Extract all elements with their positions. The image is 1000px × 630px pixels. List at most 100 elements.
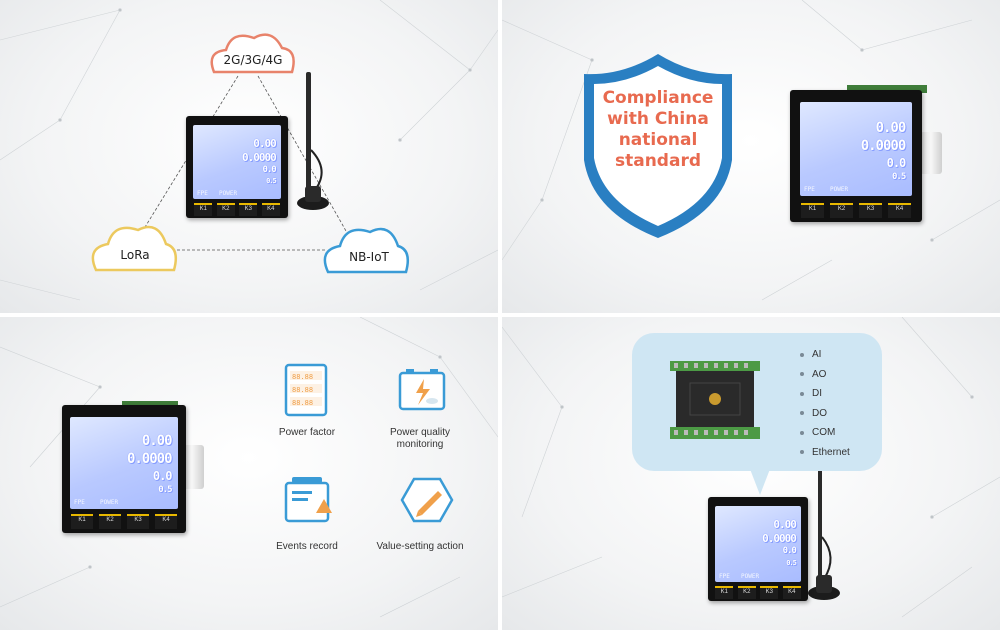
bullet-icon (800, 450, 804, 455)
lcd-label-fpe: FPE (719, 573, 730, 580)
bullet-icon (800, 430, 804, 435)
reading-4: 0.5 (266, 177, 277, 185)
io-item: DI (800, 384, 850, 404)
reading-1: 0.00 (875, 120, 907, 136)
reading-3: 0.0 (152, 469, 173, 483)
meter-button-k1[interactable]: K1 (70, 514, 94, 529)
io-item: AO (800, 365, 850, 385)
lcd-label-power: POWER (100, 499, 119, 506)
power-meter: 0.00 0.0000 0.0 0.5 FPE POWER K1 K2 K3 K… (790, 90, 922, 222)
power-factor-icon: 88.88 88.88 88.88 (284, 363, 328, 417)
meter-button-k3[interactable]: K3 (126, 514, 150, 529)
io-item-label: AI (812, 349, 822, 361)
power-meter: 0.00 0.0000 0.0 0.5 FPE POWER K1 K2 K3 K… (708, 497, 808, 601)
meter-button-k3[interactable]: K3 (239, 203, 258, 216)
meter-lcd: 0.00 0.0000 0.0 0.5 FPE POWER (70, 417, 178, 509)
meter-button-k4[interactable]: K4 (887, 203, 912, 218)
lcd-label-fpe: FPE (197, 190, 208, 197)
meter-lcd: 0.00 0.0000 0.0 0.5 FPE POWER (193, 125, 281, 199)
svg-text:88.88: 88.88 (292, 373, 313, 381)
reading-3: 0.0 (262, 165, 276, 175)
meter-button-k1[interactable]: K1 (194, 203, 213, 216)
lcd-label-power: POWER (219, 190, 238, 197)
cloud-label-nbiot: NB-IoT (349, 250, 389, 264)
io-list: AI AO DI DO COM Ethernet (800, 345, 850, 462)
network-background (0, 0, 498, 301)
meter-buttons: K1 K2 K3 K4 (68, 514, 180, 529)
feature-label-power-factor: Power factor (278, 427, 336, 438)
network-background: 88.88 88.88 88.88 (0, 317, 498, 618)
meter-button-k3[interactable]: K3 (760, 586, 779, 599)
io-item: DO (800, 404, 850, 424)
reading-3: 0.0 (782, 546, 797, 556)
reading-4: 0.5 (158, 485, 172, 495)
meter-side-connector (920, 132, 942, 174)
reading-2: 0.0000 (126, 451, 173, 467)
reading-2: 0.0000 (762, 532, 797, 545)
lcd-label-power: POWER (830, 186, 849, 193)
meter-button-k2[interactable]: K2 (98, 514, 122, 529)
io-item-label: DI (812, 388, 822, 400)
meter-button-k4[interactable]: K4 (261, 203, 280, 216)
io-item: COM (800, 423, 850, 443)
panel-compliance: Compliance with China national standard … (502, 0, 1000, 313)
reading-1: 0.00 (773, 518, 796, 531)
meter-button-k2[interactable]: K2 (216, 203, 235, 216)
meter-rear-image (670, 361, 760, 439)
bullet-icon (800, 352, 804, 357)
lcd-label-fpe: FPE (74, 499, 85, 506)
reading-2: 0.0000 (860, 138, 907, 154)
cloud-lora-shape (91, 225, 177, 272)
meter-terminal-block (847, 85, 927, 93)
reading-2: 0.0000 (241, 151, 277, 164)
shield-text: Compliance with China national standard (602, 88, 714, 171)
meter-button-k2[interactable]: K2 (829, 203, 854, 218)
svg-text:88.88: 88.88 (292, 386, 313, 394)
meter-button-k3[interactable]: K3 (858, 203, 883, 218)
reading-1: 0.00 (253, 137, 276, 150)
cloud-label-lora: LoRa (120, 248, 150, 262)
meter-buttons: K1 K2 K3 K4 (713, 586, 803, 599)
power-quality-icon (398, 369, 446, 411)
io-bubble (632, 333, 882, 471)
lcd-label-power: POWER (741, 573, 760, 580)
meter-buttons: K1 K2 K3 K4 (192, 203, 282, 216)
panel-wireless: 2G/3G/4G LoRa NB-IoT 0.00 0.0000 0.0 0.5… (0, 0, 498, 313)
bullet-icon (800, 411, 804, 416)
power-meter: 0.00 0.0000 0.0 0.5 FPE POWER K1 K2 K3 K… (62, 405, 186, 533)
io-item-label: Ethernet (812, 446, 850, 458)
panel-io: AI AO DI DO COM Ethernet 0.00 0.0000 0.0… (502, 317, 1000, 630)
value-setting-icon (400, 477, 454, 523)
events-record-icon (284, 477, 332, 523)
bullet-icon (800, 372, 804, 377)
feature-label-events-record: Events record (276, 541, 338, 552)
meter-button-k2[interactable]: K2 (737, 586, 756, 599)
io-item-label: COM (812, 427, 836, 439)
svg-text:88.88: 88.88 (292, 399, 313, 407)
meter-lcd: 0.00 0.0000 0.0 0.5 FPE POWER (800, 102, 912, 196)
meter-buttons: K1 K2 K3 K4 (798, 203, 914, 218)
panel-features: 88.88 88.88 88.88 (0, 317, 498, 630)
cloud-label-cellular: 2G/3G/4G (223, 53, 283, 67)
cloud-cellular-shape (210, 33, 295, 74)
io-item-label: AO (812, 368, 827, 380)
io-item-label: DO (812, 407, 827, 419)
reading-1: 0.00 (141, 433, 173, 449)
meter-button-k4[interactable]: K4 (154, 514, 178, 529)
bullet-icon (800, 391, 804, 396)
feature-label-value-setting: Value-setting action (376, 541, 464, 552)
meter-button-k1[interactable]: K1 (715, 586, 734, 599)
io-bubble-tail (750, 469, 770, 495)
meter-lcd: 0.00 0.0000 0.0 0.5 FPE POWER (715, 506, 801, 582)
power-meter: 0.00 0.0000 0.0 0.5 FPE POWER K1 K2 K3 K… (186, 116, 288, 218)
network-background (502, 317, 1000, 618)
lcd-label-fpe: FPE (804, 186, 815, 193)
reading-3: 0.0 (886, 156, 907, 170)
reading-4: 0.5 (892, 172, 906, 182)
io-item: AI (800, 345, 850, 365)
meter-button-k4[interactable]: K4 (782, 586, 801, 599)
network-background (502, 0, 1000, 301)
meter-button-k1[interactable]: K1 (800, 203, 825, 218)
reading-4: 0.5 (786, 559, 797, 567)
